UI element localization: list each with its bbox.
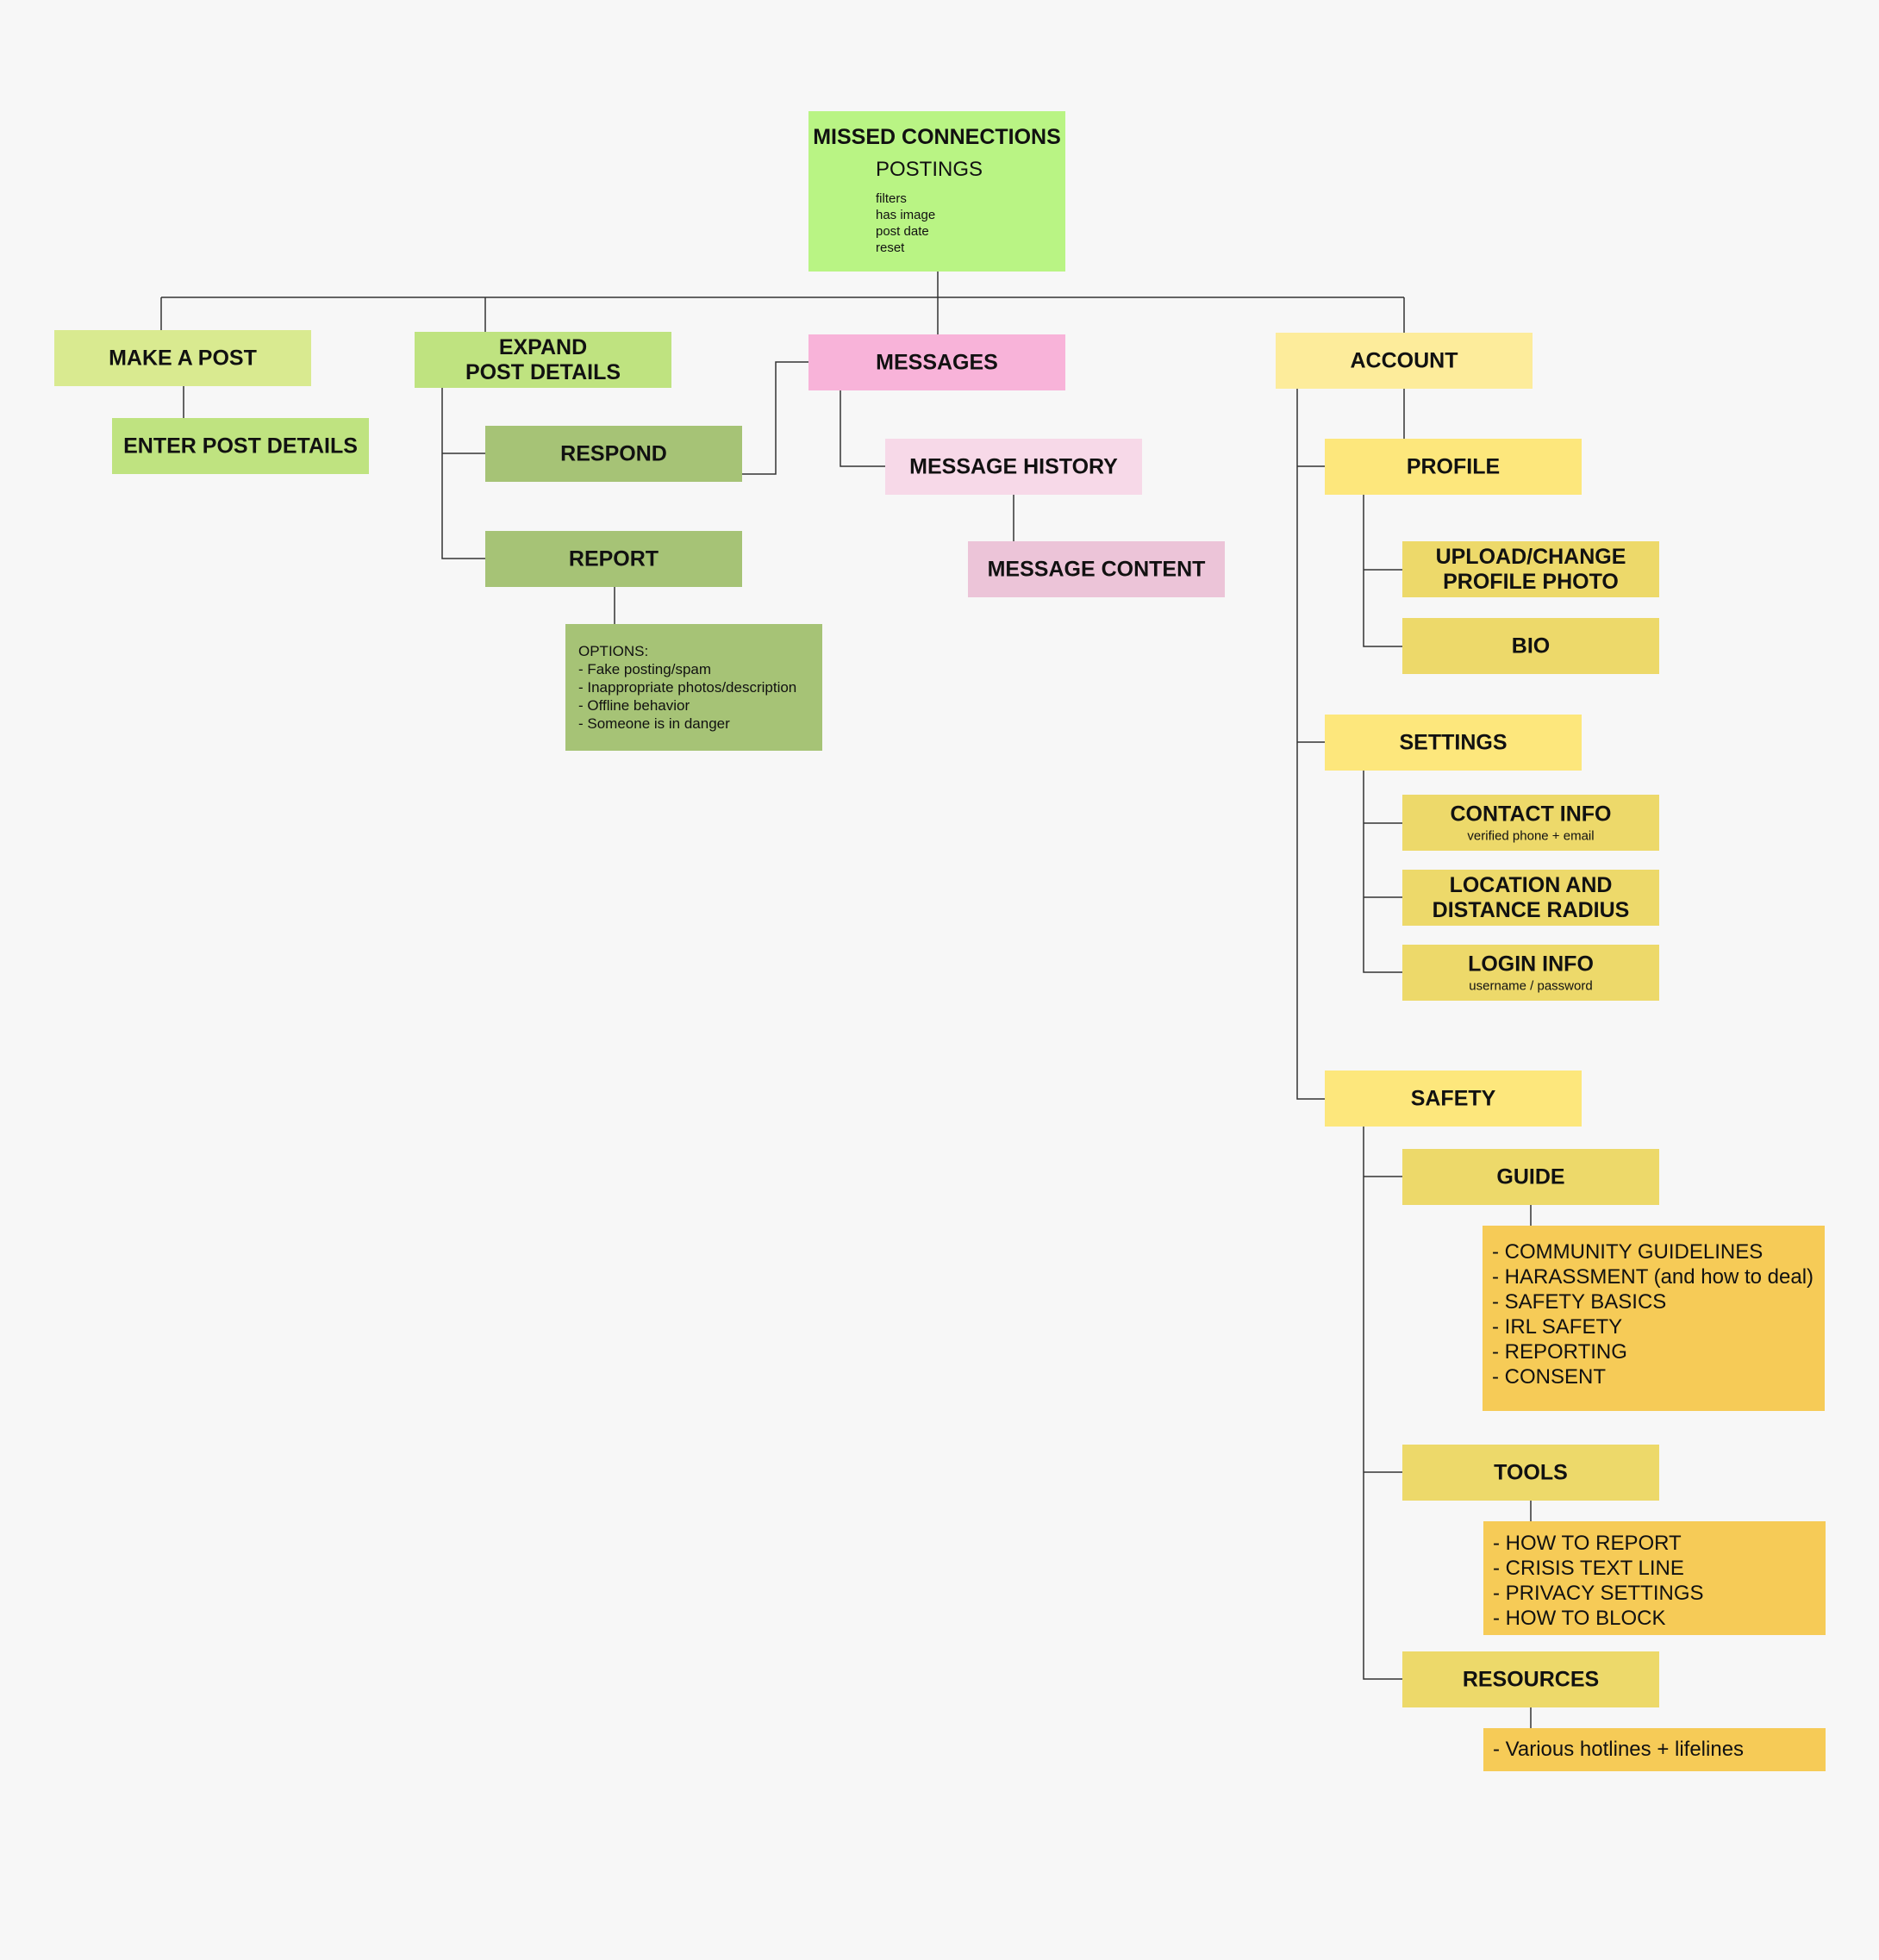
tools-item: - CRISIS TEXT LINE — [1493, 1557, 1684, 1580]
message-content-label: MESSAGE CONTENT — [987, 557, 1206, 581]
resources-node: RESOURCES — [1402, 1651, 1659, 1707]
safety-node: SAFETY — [1325, 1071, 1582, 1127]
expand-line-2: POST DETAILS — [465, 359, 621, 384]
make-a-post-label: MAKE A POST — [109, 346, 257, 370]
upload-line-2: PROFILE PHOTO — [1443, 569, 1619, 594]
report-option: OPTIONS: — [578, 643, 649, 659]
contact-info-title: CONTACT INFO — [1450, 802, 1612, 826]
filter-item: filters — [876, 191, 907, 206]
location-label: LOCATION AND DISTANCE RADIUS — [1402, 873, 1659, 923]
messages-label: MESSAGES — [876, 350, 998, 374]
expand-post-details-label: EXPAND POST DETAILS — [415, 335, 671, 385]
tools-node: TOOLS — [1402, 1445, 1659, 1501]
contact-info-label: CONTACT INFO verified phone + email — [1402, 802, 1659, 844]
resources-item: - Various hotlines + lifelines — [1493, 1738, 1745, 1761]
profile-node: PROFILE — [1325, 439, 1582, 495]
report-label: REPORT — [568, 546, 659, 571]
report-option: - Fake posting/spam — [578, 661, 712, 677]
tools-items-node: - HOW TO REPORT - CRISIS TEXT LINE - PRI… — [1483, 1521, 1826, 1635]
enter-post-details-label: ENTER POST DETAILS — [123, 434, 358, 458]
bio-node: BIO — [1402, 618, 1659, 674]
contact-info-sub: verified phone + email — [1467, 828, 1595, 843]
tools-item: - HOW TO BLOCK — [1493, 1607, 1666, 1630]
make-a-post-node: MAKE A POST — [54, 330, 311, 386]
guide-items-list: - COMMUNITY GUIDELINES - HARASSMENT (and… — [1492, 1239, 1813, 1389]
messages-node: MESSAGES — [808, 334, 1065, 390]
filter-item: post date — [876, 224, 929, 239]
settings-node: SETTINGS — [1325, 715, 1582, 771]
safety-label: SAFETY — [1410, 1086, 1496, 1110]
guide-item: - COMMUNITY GUIDELINES — [1492, 1240, 1764, 1264]
respond-label: RESPOND — [560, 441, 667, 465]
message-history-node: MESSAGE HISTORY — [885, 439, 1142, 495]
location-line-1: LOCATION AND — [1449, 872, 1613, 897]
report-node: REPORT — [485, 531, 742, 587]
tools-item: - PRIVACY SETTINGS — [1493, 1582, 1704, 1605]
guide-label: GUIDE — [1496, 1164, 1565, 1189]
tools-item: - HOW TO REPORT — [1493, 1532, 1682, 1555]
tools-label: TOOLS — [1494, 1460, 1568, 1484]
guide-item: - SAFETY BASICS — [1492, 1290, 1667, 1314]
message-content-node: MESSAGE CONTENT — [968, 541, 1225, 597]
guide-item: - HARASSMENT (and how to deal) — [1492, 1265, 1814, 1289]
login-info-label: LOGIN INFO username / password — [1402, 952, 1659, 994]
guide-items-node: - COMMUNITY GUIDELINES - HARASSMENT (and… — [1483, 1226, 1825, 1411]
login-info-sub: username / password — [1469, 978, 1593, 993]
guide-item: - CONSENT — [1492, 1365, 1606, 1389]
settings-label: SETTINGS — [1399, 730, 1508, 754]
guide-item: - REPORTING — [1492, 1340, 1627, 1364]
resources-items-list: - Various hotlines + lifelines — [1493, 1737, 1744, 1762]
guide-node: GUIDE — [1402, 1149, 1659, 1205]
account-label: ACCOUNT — [1350, 348, 1458, 372]
root-node: MISSED CONNECTIONS POSTINGS filters has … — [808, 111, 1065, 272]
expand-line-1: EXPAND — [498, 334, 588, 359]
expand-post-details-node: EXPAND POST DETAILS — [415, 332, 671, 388]
root-filter-list: filters has image post date reset — [876, 190, 935, 256]
report-options-node: OPTIONS: - Fake posting/spam - Inappropr… — [565, 624, 822, 751]
message-history-label: MESSAGE HISTORY — [909, 454, 1118, 478]
login-info-title: LOGIN INFO — [1468, 952, 1594, 976]
account-node: ACCOUNT — [1276, 333, 1533, 389]
report-options-list: OPTIONS: - Fake posting/spam - Inappropr… — [578, 642, 796, 733]
report-option: - Inappropriate photos/description — [578, 679, 797, 696]
report-option: - Someone is in danger — [578, 715, 730, 732]
profile-label: PROFILE — [1406, 454, 1501, 478]
contact-info-node: CONTACT INFO verified phone + email — [1402, 795, 1659, 851]
guide-item: - IRL SAFETY — [1492, 1315, 1623, 1339]
bio-label: BIO — [1511, 634, 1551, 658]
resources-items-node: - Various hotlines + lifelines — [1483, 1728, 1826, 1771]
report-option: - Offline behavior — [578, 697, 690, 714]
tools-items-list: - HOW TO REPORT - CRISIS TEXT LINE - PRI… — [1493, 1531, 1704, 1631]
resources-label: RESOURCES — [1462, 1667, 1600, 1691]
root-subtitle: POSTINGS — [876, 158, 983, 181]
location-node: LOCATION AND DISTANCE RADIUS — [1402, 870, 1659, 926]
respond-node: RESPOND — [485, 426, 742, 482]
upload-line-1: UPLOAD/CHANGE — [1435, 544, 1626, 569]
upload-photo-node: UPLOAD/CHANGE PROFILE PHOTO — [1402, 541, 1659, 597]
location-line-2: DISTANCE RADIUS — [1432, 897, 1630, 922]
filter-item: reset — [876, 240, 905, 255]
filter-item: has image — [876, 208, 936, 222]
upload-photo-label: UPLOAD/CHANGE PROFILE PHOTO — [1402, 545, 1659, 595]
enter-post-details-node: ENTER POST DETAILS — [112, 418, 369, 474]
root-title: MISSED CONNECTIONS — [813, 125, 1061, 149]
login-info-node: LOGIN INFO username / password — [1402, 945, 1659, 1001]
